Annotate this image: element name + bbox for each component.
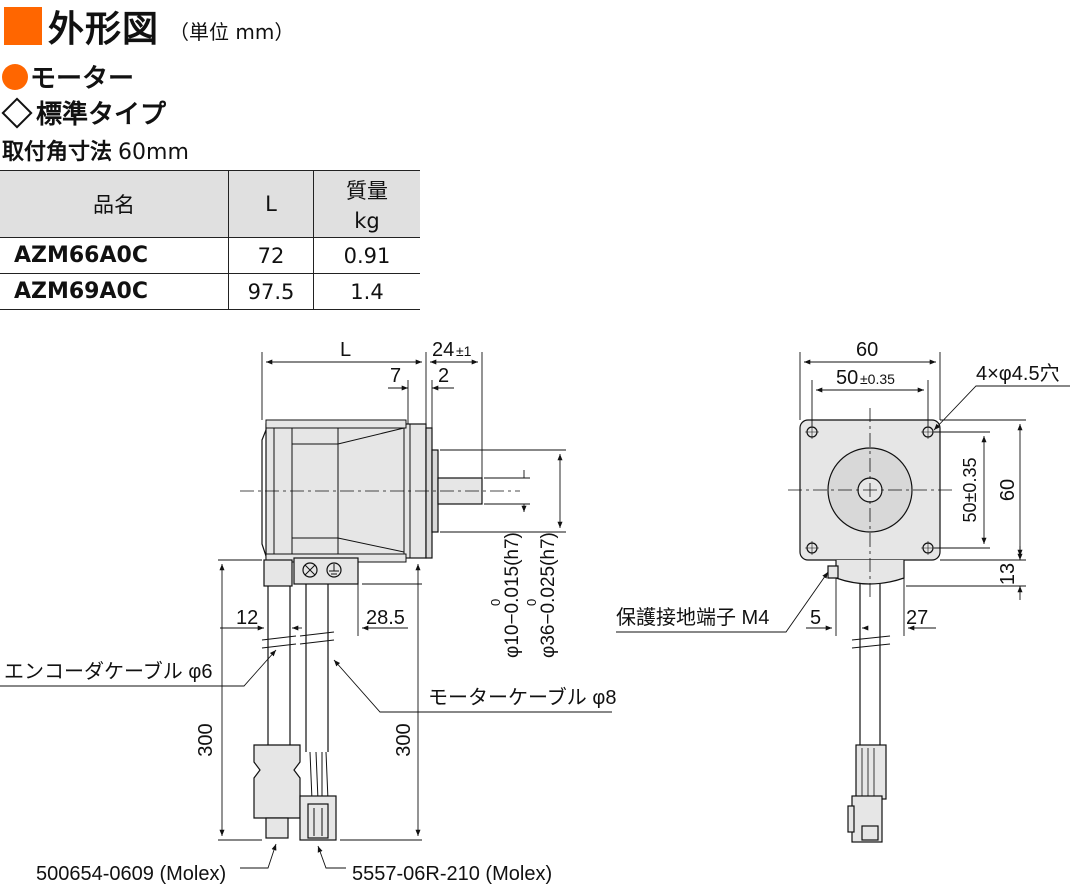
dim-24: 24 [432,339,454,361]
unit-note: （単位 mm） [169,19,295,44]
dim-28-5: 28.5 [366,607,405,629]
header-mass-label: 質量 [346,179,388,203]
encoder-cable-label: エンコーダケーブル φ6 [4,659,212,683]
category-label: モーター [30,64,135,94]
dim-5: 5 [810,607,821,629]
dim-2: 2 [438,365,449,387]
circle-bullet-icon [2,63,28,90]
type-label: 標準タイプ [36,100,167,130]
title-row: 外形図 （単位 mm） [4,4,295,50]
dim-50-width: 50 [836,367,858,389]
motor-connector [299,795,337,841]
table-header-row: 品名 L 質量 kg [0,170,420,238]
encoder-connector [253,744,301,819]
row-l: 72 [228,237,314,274]
header-l: L [228,170,314,238]
spec-table: 品名 L 質量 kg AZM66A0C 72 0.91 AZM69A0C 97.… [0,170,420,310]
mount-size-value: 60mm [118,140,189,165]
dim-7: 7 [390,365,401,387]
dim-pilot: φ36−0.025(h7) [538,532,559,658]
header-mass-unit: kg [354,209,380,233]
dim-13: 13 [997,563,1019,585]
row-mass: 1.4 [313,273,420,310]
dim-50-height: 50±0.35 [960,458,980,523]
row-l: 97.5 [228,273,314,310]
dim-24-tol: ±1 [456,343,472,359]
dim-300-left: 300 [195,723,217,756]
table-row: AZM66A0C 72 0.91 [0,237,420,274]
dim-l: L [340,339,351,361]
dim-300-right: 300 [393,723,415,756]
row-name: AZM66A0C [0,237,229,274]
side-view [240,419,520,841]
title-square-icon [4,7,42,45]
connector1-label: 500654-0609 (Molex) [36,863,226,885]
category-heading: モーター [2,58,134,95]
page-title: 外形図 [48,9,160,50]
dim-shaft-zero: 0 [488,599,503,606]
table-row: AZM69A0C 97.5 1.4 [0,273,420,310]
ground-terminal-label: 保護接地端子 M4 [616,606,769,629]
holes-label: 4×φ4.5穴 [976,362,1060,385]
dim-12: 12 [236,607,258,629]
dim-pilot-zero: 0 [524,599,539,606]
dim-60-height: 60 [997,479,1019,501]
mount-size-label: 取付角寸法 [2,140,113,165]
header-name: 品名 [0,170,229,238]
row-name: AZM69A0C [0,273,229,310]
motor-cable-label: モーターケーブル φ8 [428,685,616,709]
dim-50-width-tol: ±0.35 [860,371,895,387]
dim-27: 27 [906,607,928,629]
row-mass: 0.91 [313,237,420,274]
dim-60-width: 60 [856,339,878,361]
front-view [788,408,952,843]
ground-symbol-icon [326,562,342,578]
type-heading: 標準タイプ [1,94,167,131]
header-mass: 質量 kg [313,170,420,238]
connector2-label: 5557-06R-210 (Molex) [352,863,552,885]
connector-block [293,557,359,585]
dim-shaft: φ10−0.015(h7) [502,532,523,658]
